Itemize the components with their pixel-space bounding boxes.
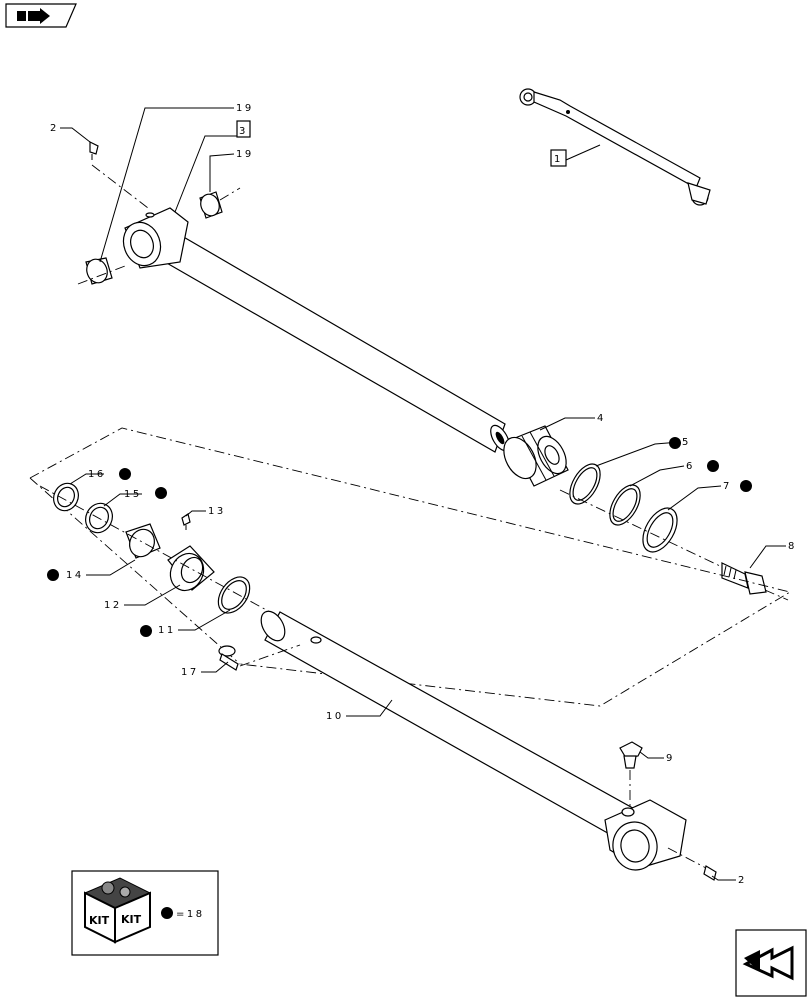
callout-19-upper: 19 bbox=[236, 103, 254, 114]
overview-assembly bbox=[519, 88, 711, 206]
kit-box-icon: KIT KIT bbox=[83, 877, 152, 944]
next-page-icon[interactable] bbox=[735, 929, 807, 997]
kit-legend: KIT KIT =18 bbox=[71, 870, 219, 956]
gland-12 bbox=[167, 545, 215, 592]
callout-2-bottom: 2 bbox=[738, 875, 747, 886]
plug-screw-17 bbox=[218, 645, 239, 671]
callout-box-3 bbox=[236, 120, 251, 138]
lower-cylinder-tube bbox=[260, 610, 687, 871]
callout-box-1 bbox=[550, 149, 567, 167]
callout-6: 6 bbox=[686, 461, 695, 472]
bushing-14 bbox=[125, 523, 161, 559]
piston-4 bbox=[503, 425, 569, 487]
callout-12: 12 bbox=[104, 600, 122, 611]
callout-19-lower: 19 bbox=[236, 149, 254, 160]
plug-screw-9 bbox=[619, 741, 643, 769]
kit-markers bbox=[47, 437, 752, 637]
upper-cylinder-tube bbox=[122, 207, 510, 453]
o-ring-11 bbox=[217, 576, 251, 614]
callout-7: 7 bbox=[723, 481, 732, 492]
callout-2-top: 2 bbox=[50, 123, 59, 134]
grease-fitting-13 bbox=[181, 513, 191, 530]
callout-14: 14 bbox=[66, 570, 84, 581]
callout-15: 15 bbox=[124, 489, 142, 500]
callout-3: 3 bbox=[239, 126, 248, 137]
callout-5: 5 bbox=[682, 437, 691, 448]
previous-page-icon[interactable] bbox=[5, 3, 77, 28]
seal-ring-6 bbox=[609, 484, 641, 526]
callout-9: 9 bbox=[666, 753, 675, 764]
seal-ring-5 bbox=[569, 463, 601, 505]
wear-ring-7 bbox=[642, 507, 678, 553]
callout-4: 4 bbox=[597, 413, 606, 424]
bolt-8 bbox=[721, 562, 767, 595]
wiper-ring-16 bbox=[53, 482, 79, 512]
kit-equals-text: =18 bbox=[176, 909, 205, 920]
callout-1: 1 bbox=[554, 154, 563, 165]
callout-8: 8 bbox=[788, 541, 797, 552]
bushing-19-right bbox=[199, 191, 223, 219]
subassembly-outline bbox=[29, 427, 792, 707]
bushing-19-left bbox=[85, 257, 113, 285]
callout-17: 17 bbox=[181, 667, 199, 678]
callout-13: 13 bbox=[208, 506, 226, 517]
callout-11: 11 bbox=[158, 625, 176, 636]
grease-fitting-top bbox=[89, 141, 99, 160]
kit-label-front: KIT bbox=[89, 914, 110, 927]
kit-label-side: KIT bbox=[121, 913, 142, 926]
leader-lines bbox=[60, 107, 786, 881]
callout-10: 10 bbox=[326, 711, 344, 722]
callout-16: 16 bbox=[88, 469, 106, 480]
